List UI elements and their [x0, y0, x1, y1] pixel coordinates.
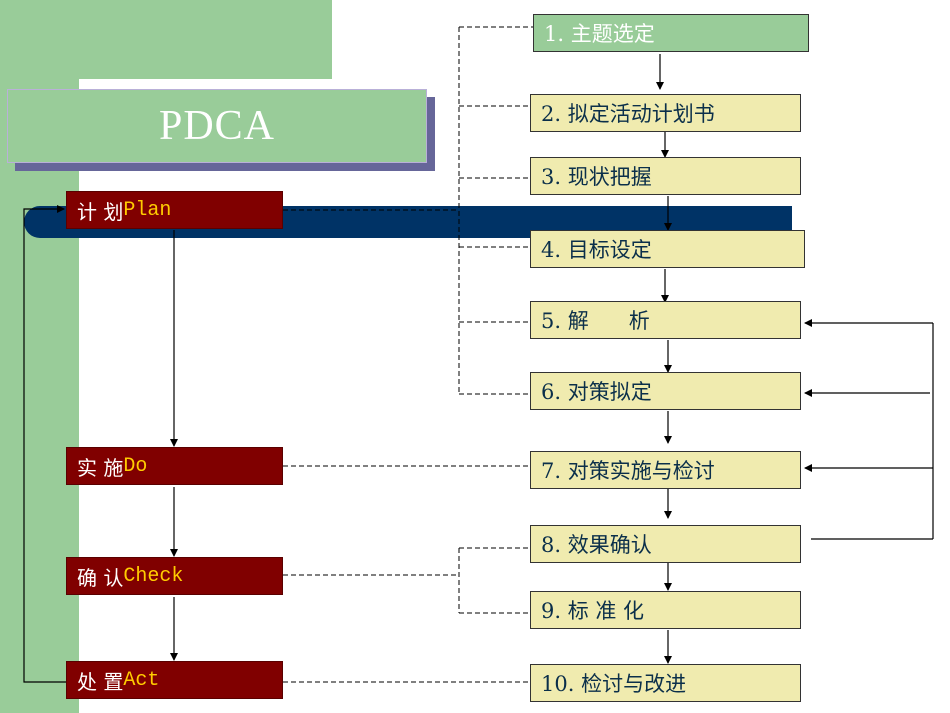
phase-check-en: Check — [123, 564, 184, 588]
plan-dashed-bracket — [283, 26, 533, 395]
step-10: 10. 检讨与改进 — [530, 664, 801, 702]
page-title: PDCA — [158, 103, 276, 149]
phase-plan-cn: 计 划 — [77, 199, 124, 224]
phase-check: 确 认 Check — [66, 557, 283, 595]
phase-do-en: Do — [123, 454, 148, 478]
phase-check-cn: 确 认 — [77, 565, 124, 590]
phase-plan-en: Plan — [123, 198, 172, 222]
phase-plan: 计 划 Plan — [66, 191, 283, 229]
act-to-plan-loop — [23, 205, 66, 683]
step-4: 4. 目标设定 — [530, 230, 805, 268]
step-6: 6. 对策拟定 — [530, 372, 801, 410]
step-7: 7. 对策实施与检讨 — [530, 451, 801, 489]
phase-do-cn: 实 施 — [77, 455, 124, 480]
phase-act: 处 置 Act — [66, 661, 283, 699]
phase-act-cn: 处 置 — [77, 669, 124, 694]
step-8: 8. 效果确认 — [530, 525, 801, 563]
phase-act-en: Act — [123, 668, 160, 692]
feedback-loop — [804, 319, 934, 540]
check-dashed-bracket — [283, 547, 530, 614]
title-banner: PDCA — [7, 89, 427, 163]
step-3: 3. 现状把握 — [530, 157, 801, 195]
step-arrows — [656, 54, 672, 664]
step-9: 9. 标 准 化 — [530, 591, 801, 629]
step-2: 2. 拟定活动计划书 — [530, 94, 801, 132]
step-5: 5. 解 析 — [530, 301, 801, 339]
step-1: 1. 主题选定 — [533, 14, 809, 52]
phase-do: 实 施 Do — [66, 447, 283, 485]
